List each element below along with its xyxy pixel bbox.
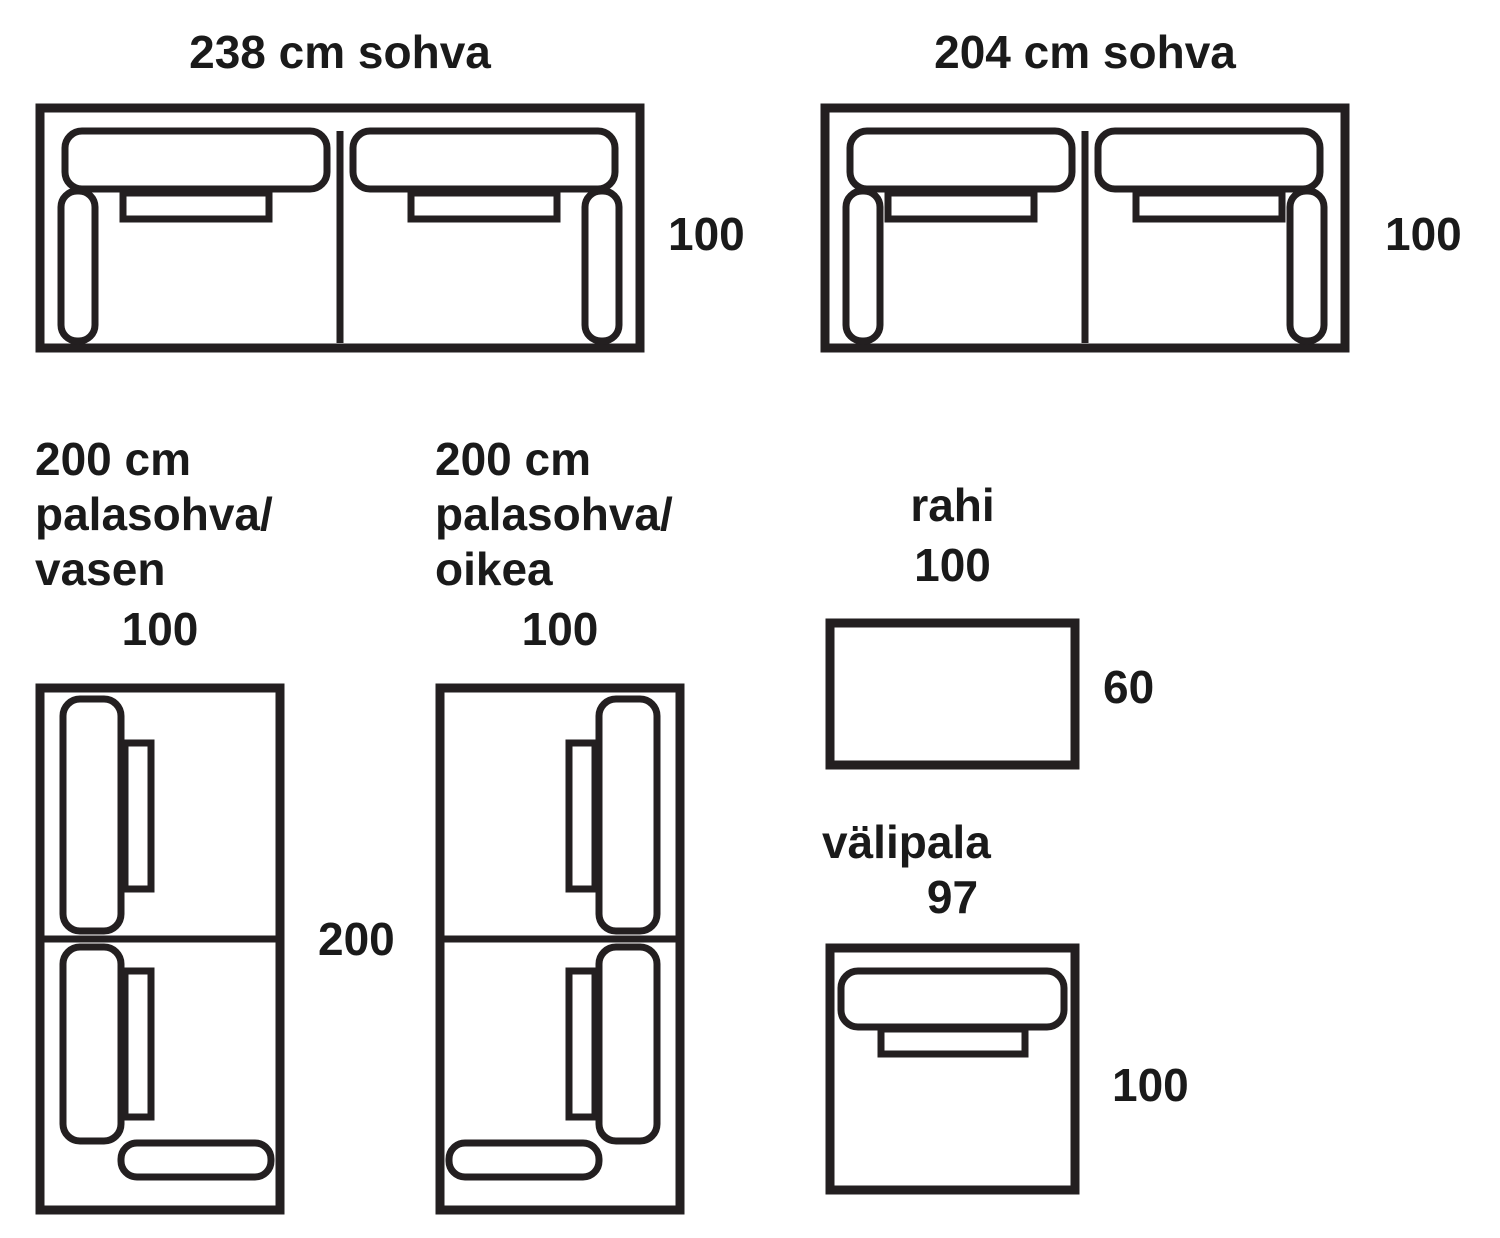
palasohva-vasen-title-line1: 200 cm <box>35 433 192 485</box>
back-cushion-right <box>1094 127 1324 193</box>
sofa-204-title: 204 cm sohva <box>934 26 1236 78</box>
lumbar-pillow-left <box>884 189 1038 223</box>
back-cushion-bottom <box>59 943 125 1145</box>
palasohva-length-dimension: 200 <box>318 913 395 965</box>
palasohva-oikea-title-line3: oikea <box>435 543 553 595</box>
armrest-left <box>57 187 99 345</box>
armrest-left <box>842 187 884 345</box>
sofa-204-depth-dimension: 100 <box>1385 208 1462 260</box>
lumbar-pillow-right <box>407 189 561 223</box>
palasohva-vasen-title-line3: vasen <box>35 543 166 595</box>
lumbar-pillow-bottom <box>565 967 599 1121</box>
palasohva-oikea-width-dimension: 100 <box>521 603 599 655</box>
valipala-depth-dimension: 100 <box>1112 1059 1189 1111</box>
ottoman-outline <box>825 618 1080 770</box>
valipala-width-dimension: 97 <box>926 871 979 923</box>
palasohva-vasen-width-dimension: 100 <box>121 603 199 655</box>
palasohva-oikea-title: 200 cm palasohva/ oikea <box>435 432 673 597</box>
back-cushion-bottom <box>595 943 661 1145</box>
back-cushion-left <box>61 127 331 193</box>
lumbar-pillow-top <box>121 739 155 893</box>
palasohva-oikea-title-line1: 200 cm <box>435 433 592 485</box>
back-cushion-left <box>846 127 1076 193</box>
rahi-title: rahi <box>910 479 995 531</box>
lumbar-pillow-left <box>119 189 273 223</box>
sofa-238-top-view-drawing <box>35 103 645 353</box>
sofa-238-title: 238 cm sohva <box>189 26 491 78</box>
valipala-title: välipala <box>822 816 991 868</box>
palasohva-oikea-top-view-drawing <box>435 683 685 1215</box>
lumbar-pillow-right <box>1132 189 1286 223</box>
palasohva-vasen-title-line2: palasohva/ <box>35 488 273 540</box>
valipala-top-view-drawing <box>825 943 1080 1195</box>
palasohva-vasen-title: 200 cm palasohva/ vasen <box>35 432 273 597</box>
armrest-bottom <box>117 1139 275 1181</box>
lumbar-pillow-bottom <box>121 967 155 1121</box>
palasohva-oikea-title-line2: palasohva/ <box>435 488 673 540</box>
rahi-depth-dimension: 60 <box>1103 661 1155 713</box>
back-cushion-right <box>349 127 619 193</box>
armrest-right <box>581 187 623 345</box>
armrest-right <box>1286 187 1328 345</box>
lumbar-pillow-top <box>565 739 599 893</box>
palasohva-vasen-top-view-drawing <box>35 683 285 1215</box>
back-cushion-top <box>595 695 661 935</box>
sofa-238-depth-dimension: 100 <box>668 208 745 260</box>
rahi-width-dimension: 100 <box>914 539 991 591</box>
back-cushion <box>837 967 1068 1031</box>
rahi-top-view-drawing <box>825 618 1080 770</box>
lumbar-pillow <box>877 1025 1029 1058</box>
sofa-204-top-view-drawing <box>820 103 1350 353</box>
armrest-bottom <box>445 1139 603 1181</box>
back-cushion-top <box>59 695 125 935</box>
